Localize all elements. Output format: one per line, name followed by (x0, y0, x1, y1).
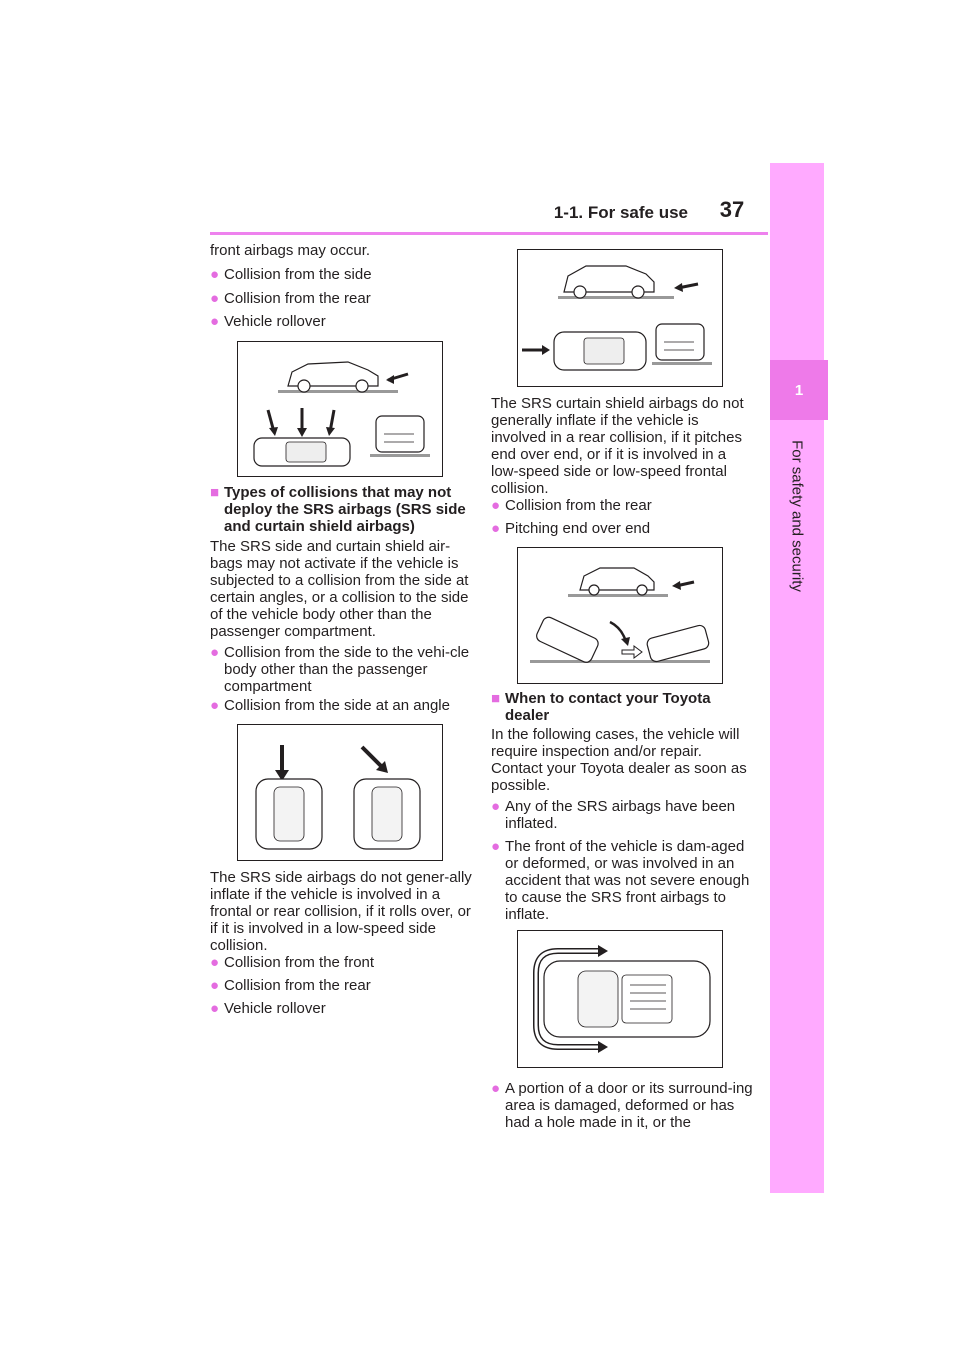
section-title: 1-1. For safe use (553, 203, 688, 222)
list-item: ●A portion of a door or its surround-ing… (491, 1080, 753, 1131)
list-item: ●Any of the SRS airbags have been inflat… (491, 798, 736, 832)
bullet-icon: ● (210, 697, 220, 714)
pitching-figure (517, 547, 723, 684)
side-tab (770, 163, 824, 1193)
bullet-icon: ● (210, 954, 220, 971)
body-paragraph: The SRS curtain shield airbags do not ge… (491, 395, 744, 497)
list-item: ●Collision from the rear (210, 290, 371, 307)
bullet-icon: ● (210, 644, 220, 661)
page-number: 37 (719, 197, 745, 222)
bullet-icon: ● (210, 977, 220, 994)
bullet-icon: ● (210, 313, 220, 330)
bullet-icon: ● (491, 1080, 501, 1097)
side-collision-illustration (253, 361, 430, 467)
intro-text: front airbags may occur. (210, 242, 371, 259)
square-marker-icon: ■ (210, 484, 220, 501)
list-item: ●Vehicle rollover (210, 313, 326, 330)
front-damage-illustration (533, 945, 711, 1053)
bullet-icon: ● (210, 266, 220, 283)
list-item: ●Collision from the side at an angle (210, 697, 450, 714)
body-paragraph: The SRS side and curtain shield air-bags… (210, 538, 469, 640)
body-paragraph: The SRS side airbags do not gener-ally i… (210, 869, 472, 954)
chapter-title: For safety and security (788, 440, 806, 592)
list-item: ●Pitching end over end (491, 520, 651, 537)
bullet-icon: ● (491, 838, 501, 855)
section-heading: ■Types of collisions that may not deploy… (210, 484, 466, 535)
bullet-icon: ● (491, 520, 501, 537)
chapter-tab[interactable]: 1 (770, 360, 828, 420)
list-item: ●Vehicle rollover (210, 1000, 326, 1017)
rear-collision-figure (517, 249, 723, 387)
pitching-illustration (530, 567, 710, 663)
bullet-icon: ● (491, 497, 501, 514)
section-heading: ■When to contact your Toyota dealer (491, 690, 711, 724)
list-item: ●Collision from the side (210, 266, 372, 283)
side-collision-figure (237, 341, 443, 477)
list-item: ●Collision from the rear (210, 977, 371, 994)
square-marker-icon: ■ (491, 690, 501, 707)
angle-collision-figure (237, 724, 443, 861)
header-rule (210, 232, 768, 235)
bullet-icon: ● (491, 798, 501, 815)
list-item: ●Collision from the rear (491, 497, 652, 514)
list-item: ●Collision from the side to the vehi-cle… (210, 644, 470, 695)
body-paragraph: In the following cases, the vehicle will… (491, 726, 747, 794)
bullet-icon: ● (210, 290, 220, 307)
list-item: ●Collision from the front (210, 954, 375, 971)
bullet-icon: ● (210, 1000, 220, 1017)
front-damage-figure (517, 930, 723, 1068)
list-item: ●The front of the vehicle is dam-aged or… (491, 838, 750, 923)
angle-collision-illustration (255, 745, 421, 850)
rear-collision-illustration (522, 265, 712, 371)
